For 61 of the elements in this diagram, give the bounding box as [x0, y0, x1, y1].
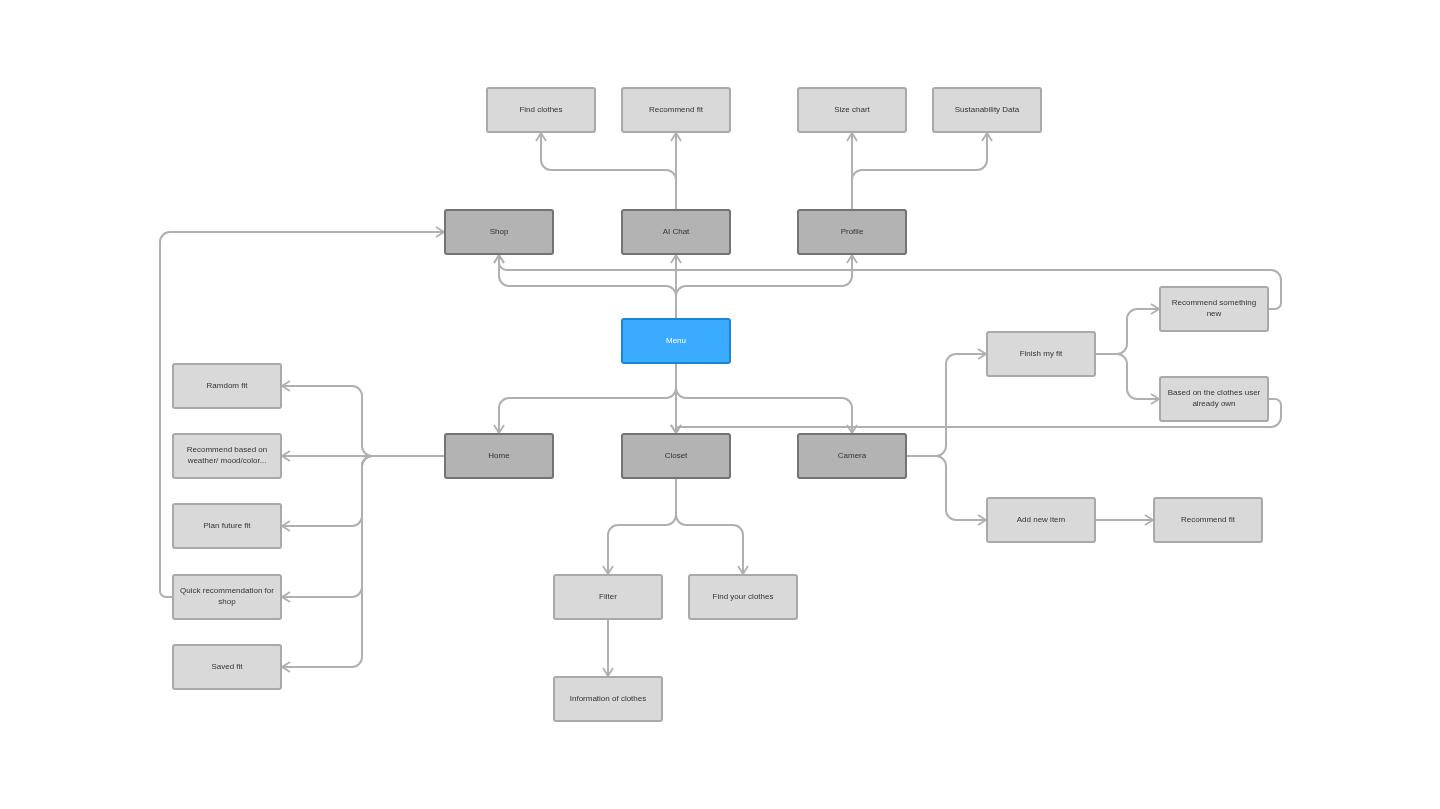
box-label: Recommend fit — [1181, 514, 1235, 526]
process-box — [621, 433, 731, 479]
box-label: Information of clothes — [569, 693, 647, 705]
box-label: Profile — [840, 226, 864, 238]
arrow — [281, 455, 445, 673]
box-label: Saved fit — [211, 661, 243, 673]
box-label: Camera — [837, 450, 867, 462]
box-label: Shop — [489, 226, 509, 238]
process-box — [486, 87, 596, 133]
process-box — [986, 497, 1096, 543]
arrow — [493, 254, 1282, 310]
process-box — [172, 644, 282, 690]
arrow — [906, 455, 987, 526]
process-box — [172, 433, 282, 479]
process-box — [553, 574, 663, 620]
process-box — [172, 503, 282, 549]
box-label: Plan future fit — [203, 520, 251, 532]
box-label: Filter — [599, 591, 617, 603]
arrow — [670, 398, 1282, 434]
box-label: Size chart — [834, 104, 870, 116]
arrow — [1095, 514, 1154, 526]
process-box — [932, 87, 1042, 133]
process-box — [986, 331, 1096, 377]
arrow — [851, 132, 993, 210]
arrow — [1095, 353, 1160, 405]
process-box — [1153, 497, 1263, 543]
process-box — [797, 433, 907, 479]
process-box — [1159, 286, 1269, 332]
box-label: Recommend based on weather/ mood/color... — [185, 445, 269, 467]
process-box — [621, 209, 731, 255]
box-label: Closet — [664, 450, 688, 462]
arrow — [670, 132, 682, 210]
arrow — [159, 226, 445, 598]
box-label: Find your clothes — [712, 591, 774, 603]
box-label: Recommend something new — [1170, 298, 1258, 320]
box-label: Finish my fit — [1019, 348, 1063, 360]
box-label: Based on the clothes user already own — [1167, 388, 1261, 410]
box-label: Menu — [666, 335, 686, 347]
process-box — [172, 574, 282, 620]
process-box — [797, 209, 907, 255]
menu-box — [621, 318, 731, 364]
box-label: Find clothes — [519, 104, 563, 116]
box-label: Add new item — [1016, 514, 1066, 526]
box-label: Recommend fit — [649, 104, 703, 116]
process-box — [172, 363, 282, 409]
process-box — [444, 209, 554, 255]
process-box — [797, 87, 907, 133]
box-label: Home — [488, 450, 510, 462]
process-box — [553, 676, 663, 722]
arrow — [675, 478, 749, 575]
arrow — [602, 619, 614, 677]
arrow — [675, 254, 858, 319]
box-label: Quick recommendation for shop — [180, 586, 274, 608]
box-label: Ramdom fit — [206, 380, 248, 392]
process-box — [688, 574, 798, 620]
box-label: Sustanability Data — [954, 104, 1020, 116]
box-label: AI Chat — [662, 226, 690, 238]
arrow — [675, 363, 858, 434]
process-box — [444, 433, 554, 479]
process-box — [621, 87, 731, 133]
process-box — [1159, 376, 1269, 422]
